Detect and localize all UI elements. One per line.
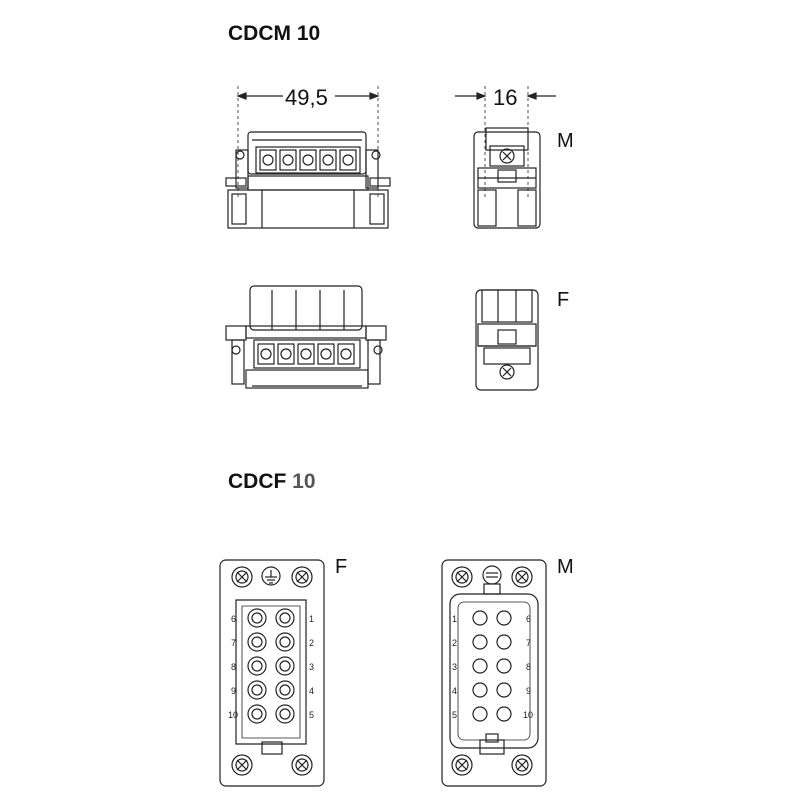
pin-label: 10 [228, 710, 238, 720]
pin-label: 5 [452, 710, 457, 720]
pin-label: 1 [309, 614, 314, 624]
pin-label: 8 [231, 662, 236, 672]
title-cdcf-number: 10 [292, 470, 316, 493]
title-cdcm-number: 10 [296, 22, 321, 45]
title-cdcf: CDCF 10 [228, 470, 316, 494]
pin-label: 3 [452, 662, 457, 672]
pin-label: 8 [526, 662, 531, 672]
pin-label: 5 [309, 710, 314, 720]
cdcm-side-view-male [473, 127, 541, 229]
pin-label: 1 [452, 614, 457, 624]
pin-label: 2 [452, 638, 457, 648]
pin-label: 3 [309, 662, 314, 672]
pin-label: 7 [526, 638, 531, 648]
pin-label: 9 [526, 686, 531, 696]
pin-label: 4 [309, 686, 314, 696]
tag-female-side: F [557, 289, 570, 311]
pin-label: 7 [231, 638, 236, 648]
tag-male-side: M [557, 130, 574, 152]
cdcf-face-view-male [441, 559, 547, 787]
pin-label: 10 [523, 710, 533, 720]
dimension-depth: 16 [493, 85, 518, 110]
tag-male-face: M [557, 556, 574, 578]
cdcm-front-view-male [225, 131, 391, 229]
pin-label: 2 [309, 638, 314, 648]
pin-label: 6 [526, 614, 531, 624]
cdcm-side-view-female [475, 289, 539, 391]
cdcm-front-view-female [225, 285, 387, 389]
pin-label: 9 [231, 686, 236, 696]
title-cdcm-prefix: CDCM [228, 22, 291, 45]
title-cdcf-prefix: CDCF [228, 470, 287, 493]
title-cdcm: CDCM 10 [228, 22, 320, 46]
dimension-line-depth [455, 86, 556, 200]
dimension-width: 49,5 [285, 85, 328, 110]
tag-female-face: F [335, 556, 348, 578]
dimension-line-width [236, 86, 380, 200]
pin-label: 4 [452, 686, 457, 696]
cdcf-face-view-female [219, 559, 325, 787]
pin-label: 6 [231, 614, 236, 624]
